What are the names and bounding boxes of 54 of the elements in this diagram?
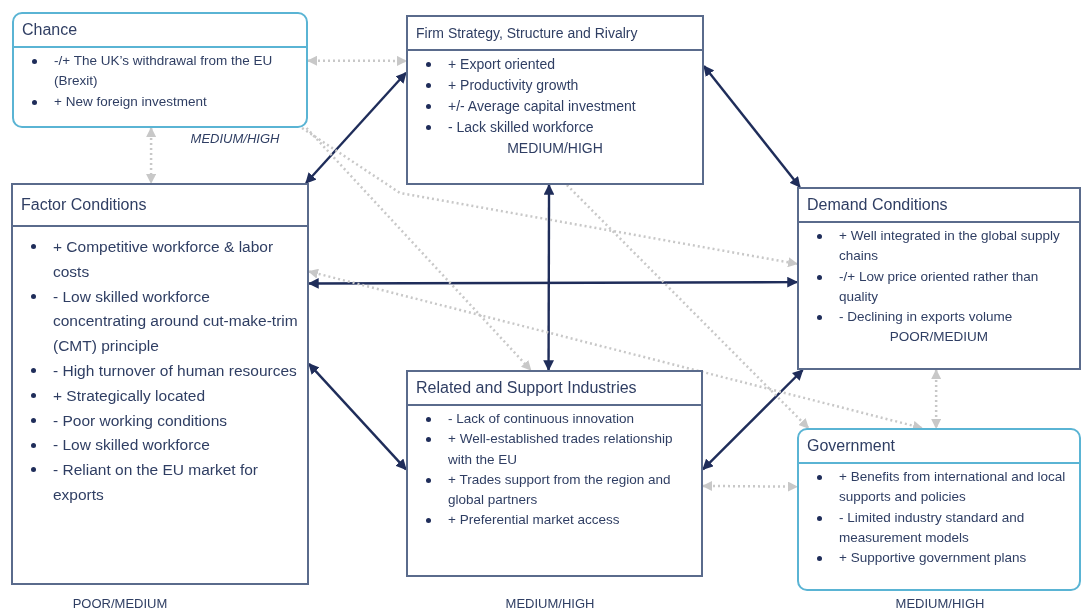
dotted-arrow [308,268,923,431]
bullet-text: + Trades support from the region and global partners [448,470,672,509]
bullet-text: + Well integrated in the global supply chains [839,227,1061,266]
bullet-text: -/+ Low price oriented rather than quality [839,267,1040,306]
arrow [543,183,555,372]
factor-box [406,15,704,185]
bullet-text: - Low skilled workforce concentrating around cut-make-trim (CMT) principle [53,286,299,357]
box-heading: Government [807,437,896,454]
bullet-text: + Preferential market access [448,511,621,530]
bullet-text: + Supportive government plans [839,549,1028,567]
rating-label: MEDIUM/HIGH [505,595,595,613]
bullet-text: + Export oriented [448,55,556,74]
rating-label: MEDIUM/HIGH [895,595,985,613]
factor-box [12,12,308,128]
dotted-arrow [305,127,532,371]
factor-box [797,428,1081,591]
dotted-arrow [301,126,798,268]
bullet-text: -/+ The UK’s withdrawal from the EU (Brexit) [54,52,274,91]
box-heading: Related and Support Industries [416,379,637,396]
bullet-text: + Productivity growth [448,76,580,95]
bullet-text: - Reliant on the EU market for exports [53,460,260,505]
bullet-text: - Lack skilled workforce [448,118,595,137]
box-heading: Firm Strategy, Structure and Rivalry [416,25,638,41]
rating-label: POOR/MEDIUM [72,595,168,613]
rating-label: POOR/MEDIUM [889,328,989,347]
bullet-text: - Poor working conditions [53,410,229,431]
dotted-arrow [566,184,810,429]
box-heading: Factor Conditions [21,196,147,213]
bullet-text: + Strategically located [53,385,207,406]
bullet-text: + Competitive workforce & labor costs [53,237,275,282]
arrow [703,65,801,188]
bullet-text: - Lack of continuous innovation [448,410,636,428]
bullet-text: +/- Average capital investment [448,97,637,116]
arrow [305,72,407,184]
rating-label: MEDIUM/HIGH [507,139,603,158]
arrow [702,369,804,471]
bullet-text: - Limited industry standard and measurement models [839,508,1026,547]
rating-label: MEDIUM/HIGH [190,130,280,148]
factor-box [797,187,1081,370]
box-heading: Demand Conditions [807,196,948,213]
dotted-arrow [702,481,798,492]
factor-box [406,370,703,577]
dotted-arrow [931,369,942,429]
bullet-text: + Benefits from international and local supports and policies [839,468,1067,507]
bullet-text: + Well-established trades relationship with the EU [448,430,674,469]
box-heading: Chance [22,21,78,38]
dotted-arrow [307,55,407,66]
dotted-arrow [146,127,157,184]
bullet-text: - High turnover of human resources [53,361,298,381]
bullet-text: - Declining in exports volume [839,308,1014,326]
arrow [308,363,407,471]
bullet-text: - Low skilled workforce [53,435,211,456]
factor-box [11,183,309,585]
bullet-text: + New foreign investment [54,92,208,111]
